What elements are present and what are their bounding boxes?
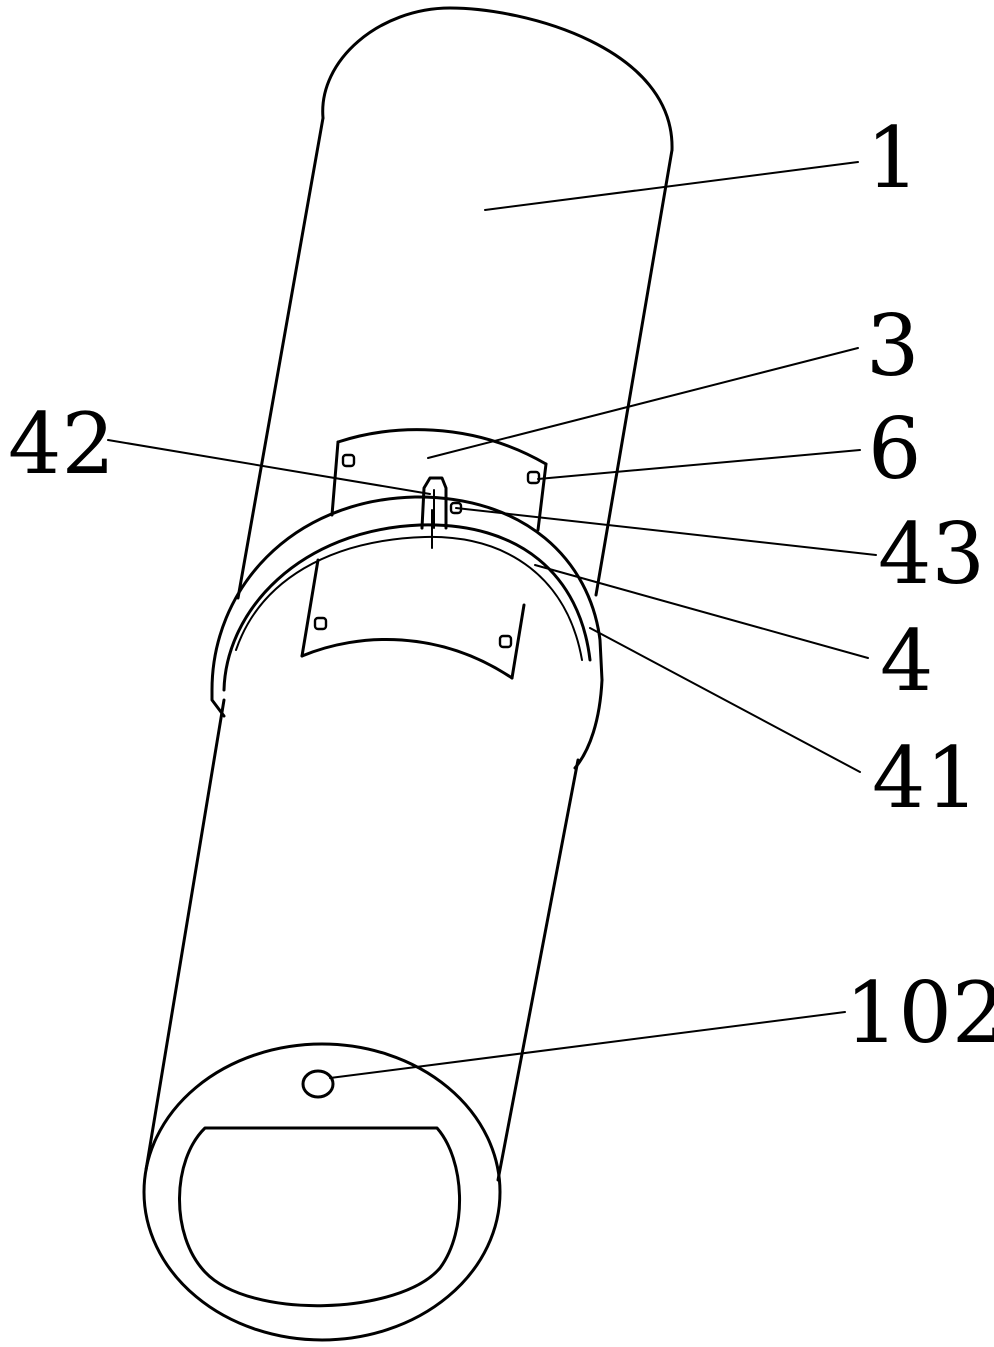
label-41: 41 [872, 729, 979, 827]
plate-bottom-edge [300, 637, 514, 680]
plate-right-edge-lower [510, 603, 526, 680]
leader-6 [537, 449, 861, 480]
label-6: 6 [868, 400, 921, 498]
leader-lines [107, 161, 877, 1079]
bolt-top-right [526, 470, 541, 485]
leader-41 [589, 627, 861, 773]
plate-right-edge-upper [536, 462, 548, 532]
reference-labels: 1 3 6 42 43 4 41 102 [8, 109, 994, 1062]
ring-inner-top [222, 523, 592, 692]
pipe-left-edge-lower [144, 698, 226, 1172]
bolt-bottom-left [313, 616, 328, 631]
pipe-right-edge-lower [496, 758, 580, 1182]
leader-102 [329, 1011, 846, 1079]
bolt-bottom-right [498, 634, 513, 649]
pipe-top-cap [321, 6, 674, 152]
ring-right-end [573, 678, 604, 770]
label-3: 3 [866, 297, 919, 395]
pipe-body [144, 6, 674, 1182]
drain-hole [301, 1069, 335, 1099]
label-4: 4 [880, 612, 933, 710]
leader-3 [427, 347, 859, 459]
plate-left-edge-lower [300, 558, 320, 658]
pipe-left-edge-upper [236, 116, 325, 600]
mounting-plate [300, 428, 548, 680]
bolts [313, 453, 541, 649]
latch [420, 476, 463, 530]
pipe-bottom-end [142, 1042, 502, 1342]
leader-42 [107, 439, 431, 495]
ring-left-end [210, 688, 226, 718]
clamp-ring [210, 495, 604, 770]
bolt-top-left [341, 453, 356, 468]
leader-43 [455, 507, 877, 556]
label-1: 1 [866, 109, 919, 207]
plate-top-edge [336, 428, 548, 466]
ring-inner-line [235, 535, 583, 661]
pipe-right-edge-upper [594, 148, 674, 597]
pipe-bottom-rim [142, 1042, 502, 1342]
latch-post [420, 476, 448, 530]
label-42: 42 [8, 395, 115, 493]
leader-1 [484, 161, 859, 211]
pipe-bore [178, 1126, 462, 1308]
label-102: 102 [845, 964, 994, 1062]
leader-4 [534, 564, 869, 659]
label-43: 43 [878, 505, 985, 603]
